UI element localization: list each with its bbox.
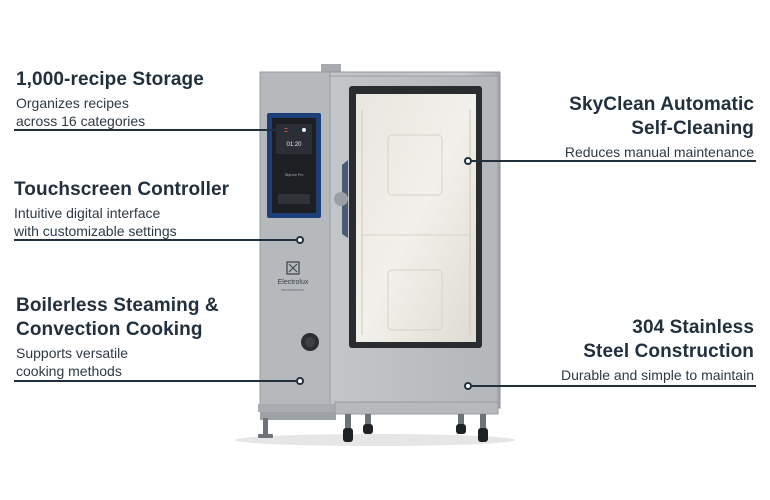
base-frame <box>334 401 499 415</box>
feature-description: Intuitive digital interface with customi… <box>14 205 177 239</box>
handle-hinge <box>334 192 348 206</box>
oven-racks <box>361 110 471 335</box>
feature-description: Durable and simple to maintain <box>561 367 754 383</box>
leader-line-touch <box>14 239 300 241</box>
top-vent <box>321 64 341 72</box>
leader-line-skyclean <box>470 160 756 162</box>
leader-line-steel <box>470 385 756 387</box>
panel-label: SkyLine Pro <box>285 173 304 177</box>
oven-legs <box>258 414 486 438</box>
feature-boilerless-steaming: Boilerless Steaming & Convection Cooking… <box>16 294 219 380</box>
feature-description: Reduces manual maintenance <box>564 144 754 160</box>
feature-title: 304 Stainless Steel Construction <box>583 317 754 362</box>
brand-name: Electrolux <box>278 279 309 286</box>
callout-dot-storage <box>300 126 308 134</box>
feature-title: SkyClean Automatic Self-Cleaning <box>569 94 754 139</box>
brand-subtitle: PROFESSIONAL <box>281 288 305 292</box>
rack-panel-lower <box>387 269 443 331</box>
feature-skyclean: SkyClean Automatic Self-Cleaning Reduces… <box>565 93 754 161</box>
feature-title: 1,000-recipe Storage <box>16 69 204 90</box>
callout-dot-steel <box>464 382 472 390</box>
feature-description: Supports versatile cooking methods <box>16 345 129 379</box>
display-time: 01:20 <box>286 142 302 148</box>
feature-description: Organizes recipes across 16 categories <box>16 95 146 129</box>
feature-recipe-storage: 1,000-recipe Storage Organizes recipes a… <box>16 68 204 130</box>
rack-panel-upper <box>387 134 443 196</box>
touchscreen-keypad <box>278 194 310 204</box>
base-drawer <box>260 412 336 420</box>
callout-dot-skyclean <box>464 157 472 165</box>
feature-title: Touchscreen Controller <box>14 179 230 200</box>
callout-dot-touch <box>296 236 304 244</box>
feature-stainless-steel: 304 Stainless Steel Construction Durable… <box>561 316 754 384</box>
callout-dot-steam <box>296 377 304 385</box>
feature-title: Boilerless Steaming & Convection Cooking <box>16 295 219 340</box>
window-glass <box>356 94 476 342</box>
floor-shadow <box>235 434 515 446</box>
oven-casters <box>343 424 488 442</box>
electrolux-logo: Electrolux PROFESSIONAL <box>278 261 309 292</box>
leader-line-storage <box>14 129 304 131</box>
feature-touchscreen-controller: Touchscreen Controller Intuitive digital… <box>14 178 229 240</box>
leader-line-steam <box>14 380 300 382</box>
